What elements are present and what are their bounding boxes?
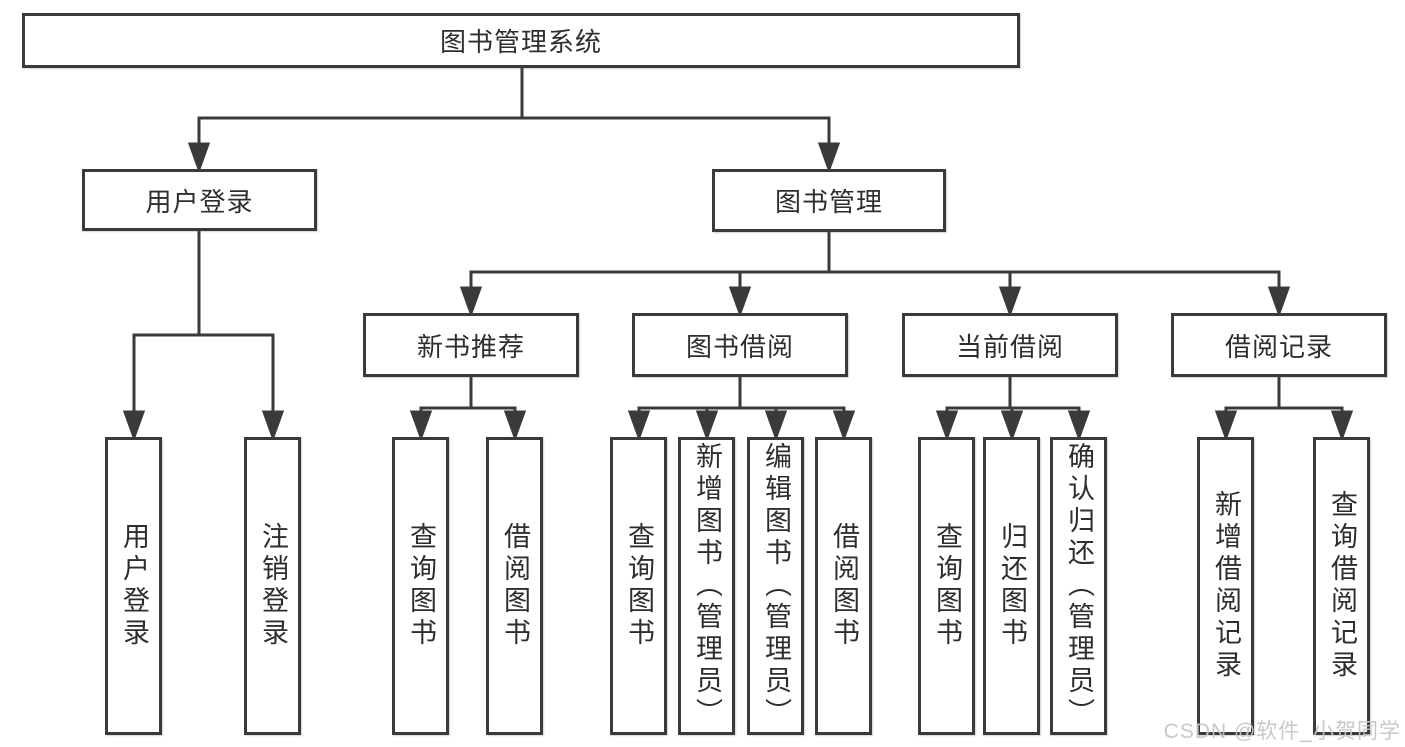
node-borrowing-records: 借阅记录 (1171, 313, 1387, 377)
leaf-borrow-books: 借阅图书 (815, 437, 872, 735)
csdn-watermark: CSDN @软件_小贺同学 (1163, 720, 1401, 743)
leaf-add-borrow-record: 新增借阅记录 (1197, 437, 1254, 735)
leaf-user-login: 用户登录 (105, 437, 162, 735)
node-new-book-recommend: 新书推荐 (363, 313, 579, 377)
leaf-confirm-return-admin: 确认归还（管理员） (1050, 437, 1107, 735)
leaf-query-borrow-record: 查询借阅记录 (1313, 437, 1370, 735)
leaf-query-books-current: 查询图书 (918, 437, 975, 735)
node-current-borrowing: 当前借阅 (902, 313, 1118, 377)
leaf-return-books: 归还图书 (983, 437, 1040, 735)
leaf-query-books-recommend: 查询图书 (392, 437, 449, 735)
node-library-system: 图书管理系统 (22, 13, 1020, 68)
node-book-borrowing: 图书借阅 (632, 313, 848, 377)
leaf-edit-books-admin: 编辑图书（管理员） (747, 437, 804, 735)
leaf-add-books-admin: 新增图书（管理员） (678, 437, 735, 735)
leaf-borrow-books-recommend: 借阅图书 (486, 437, 543, 735)
leaf-logout: 注销登录 (244, 437, 301, 735)
node-user-login: 用户登录 (82, 169, 317, 231)
leaf-query-books-borrow: 查询图书 (610, 437, 667, 735)
node-book-management: 图书管理 (712, 169, 946, 232)
